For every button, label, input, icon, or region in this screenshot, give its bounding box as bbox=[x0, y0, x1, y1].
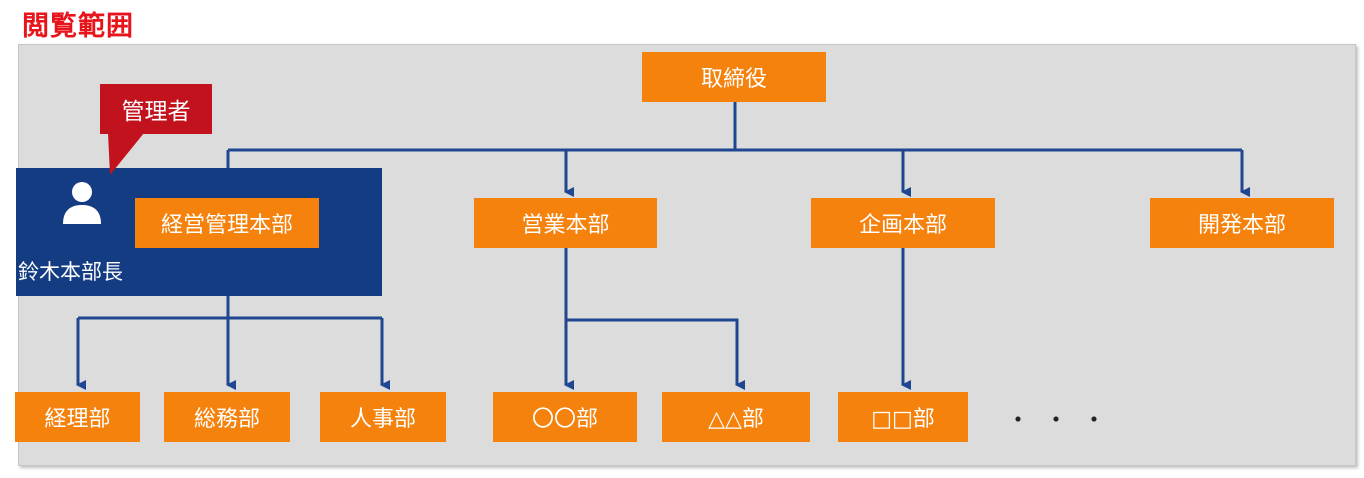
box-executive: 取締役 bbox=[642, 52, 826, 102]
box-management-division: 経営管理本部 bbox=[135, 198, 319, 248]
box-sales-dept-1: 〇〇部 bbox=[493, 392, 637, 442]
box-hr: 人事部 bbox=[320, 392, 446, 442]
box-planning-division: 企画本部 bbox=[811, 198, 995, 248]
page-title: 閲覧範囲 bbox=[22, 11, 134, 42]
box-sales-division: 営業本部 bbox=[474, 198, 657, 248]
admin-badge: 管理者 bbox=[100, 84, 212, 134]
ellipsis: ・・・ bbox=[1006, 406, 1120, 434]
manager-name: 鈴木本部長 bbox=[18, 260, 123, 284]
person-icon bbox=[63, 182, 101, 224]
box-accounting: 経理部 bbox=[15, 392, 140, 442]
box-sales-dept-2: △△部 bbox=[662, 392, 810, 442]
box-development-division: 開発本部 bbox=[1150, 198, 1334, 248]
box-planning-dept: □□部 bbox=[838, 392, 968, 442]
box-general-affairs: 総務部 bbox=[164, 392, 290, 442]
callout-tail bbox=[108, 133, 144, 175]
connector-sales-dept-2 bbox=[566, 318, 745, 390]
